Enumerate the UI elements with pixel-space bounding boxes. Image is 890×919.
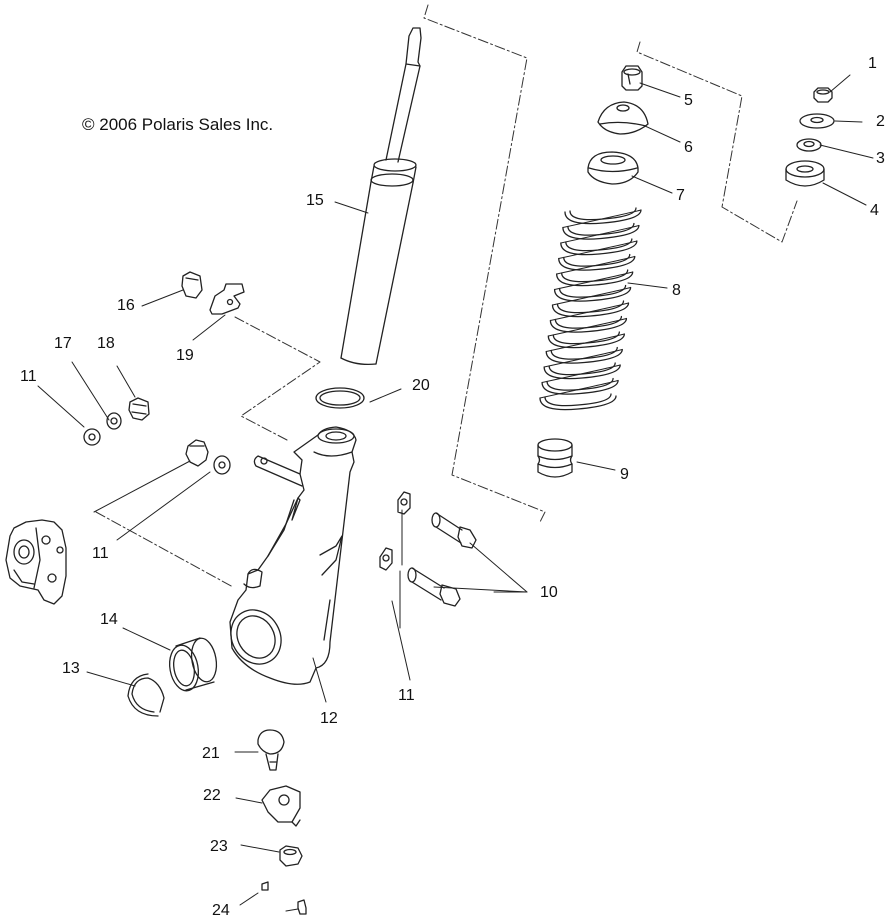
callout-7: 7 — [676, 187, 685, 204]
callout-24: 24 — [212, 902, 230, 919]
bearing-part-14 — [166, 636, 219, 693]
callout-11-a: 11 — [20, 368, 37, 385]
plate-part-22 — [262, 786, 300, 826]
callout-16: 16 — [117, 297, 135, 314]
bushing-part-11 — [186, 440, 208, 466]
callout-3: 3 — [876, 150, 885, 167]
washer-part-17 — [107, 413, 121, 429]
knuckle-part-12 — [221, 427, 356, 684]
brake-caliper — [6, 520, 66, 604]
callout-21: 21 — [202, 745, 220, 762]
nut-part-1 — [814, 88, 832, 102]
callout-4: 4 — [870, 202, 879, 219]
bushing-part-5 — [622, 66, 642, 90]
pin-part-24 — [262, 882, 306, 914]
assembly-lines — [96, 5, 797, 587]
bushing-part-4 — [786, 161, 824, 186]
washer-part-2 — [800, 114, 834, 128]
bolt-lower-part-10 — [408, 568, 460, 606]
callout-18: 18 — [97, 335, 115, 352]
leader-lines — [38, 75, 873, 911]
callout-5: 5 — [684, 92, 693, 109]
seat-part-7 — [588, 152, 638, 184]
callout-13: 13 — [62, 660, 80, 677]
callout-17: 17 — [54, 335, 72, 352]
coil-spring-part-8 — [540, 208, 641, 410]
callout-10: 10 — [540, 584, 558, 601]
bump-stop-part-9 — [538, 439, 572, 477]
bracket-part-19 — [210, 284, 244, 314]
callout-12: 12 — [320, 710, 338, 727]
o-ring-part-20 — [316, 388, 364, 408]
cap-part-6 — [598, 102, 648, 134]
nut-part-23 — [280, 846, 302, 866]
washers-part-11 — [84, 429, 410, 570]
callout-11-c: 11 — [398, 687, 415, 704]
callout-11-b: 11 — [92, 545, 109, 562]
callout-23: 23 — [210, 838, 228, 855]
callout-1: 1 — [868, 55, 877, 72]
callout-8: 8 — [672, 282, 681, 299]
callout-14: 14 — [100, 611, 118, 628]
bolt-upper-part-10 — [432, 513, 476, 548]
shock-absorber-part-15 — [341, 28, 421, 364]
bolt-part-18 — [129, 398, 149, 420]
nut-part-16 — [182, 272, 202, 298]
callout-20: 20 — [412, 377, 430, 394]
snap-ring-part-13 — [128, 674, 164, 716]
callout-9: 9 — [620, 466, 629, 483]
callout-22: 22 — [203, 787, 221, 804]
callout-2: 2 — [876, 113, 885, 130]
copyright-notice: © 2006 Polaris Sales Inc. — [82, 115, 274, 134]
ball-joint-part-21 — [258, 730, 284, 770]
callout-6: 6 — [684, 139, 693, 156]
callout-19: 19 — [176, 347, 194, 364]
washer-part-3 — [797, 139, 821, 151]
callout-15: 15 — [306, 192, 324, 209]
